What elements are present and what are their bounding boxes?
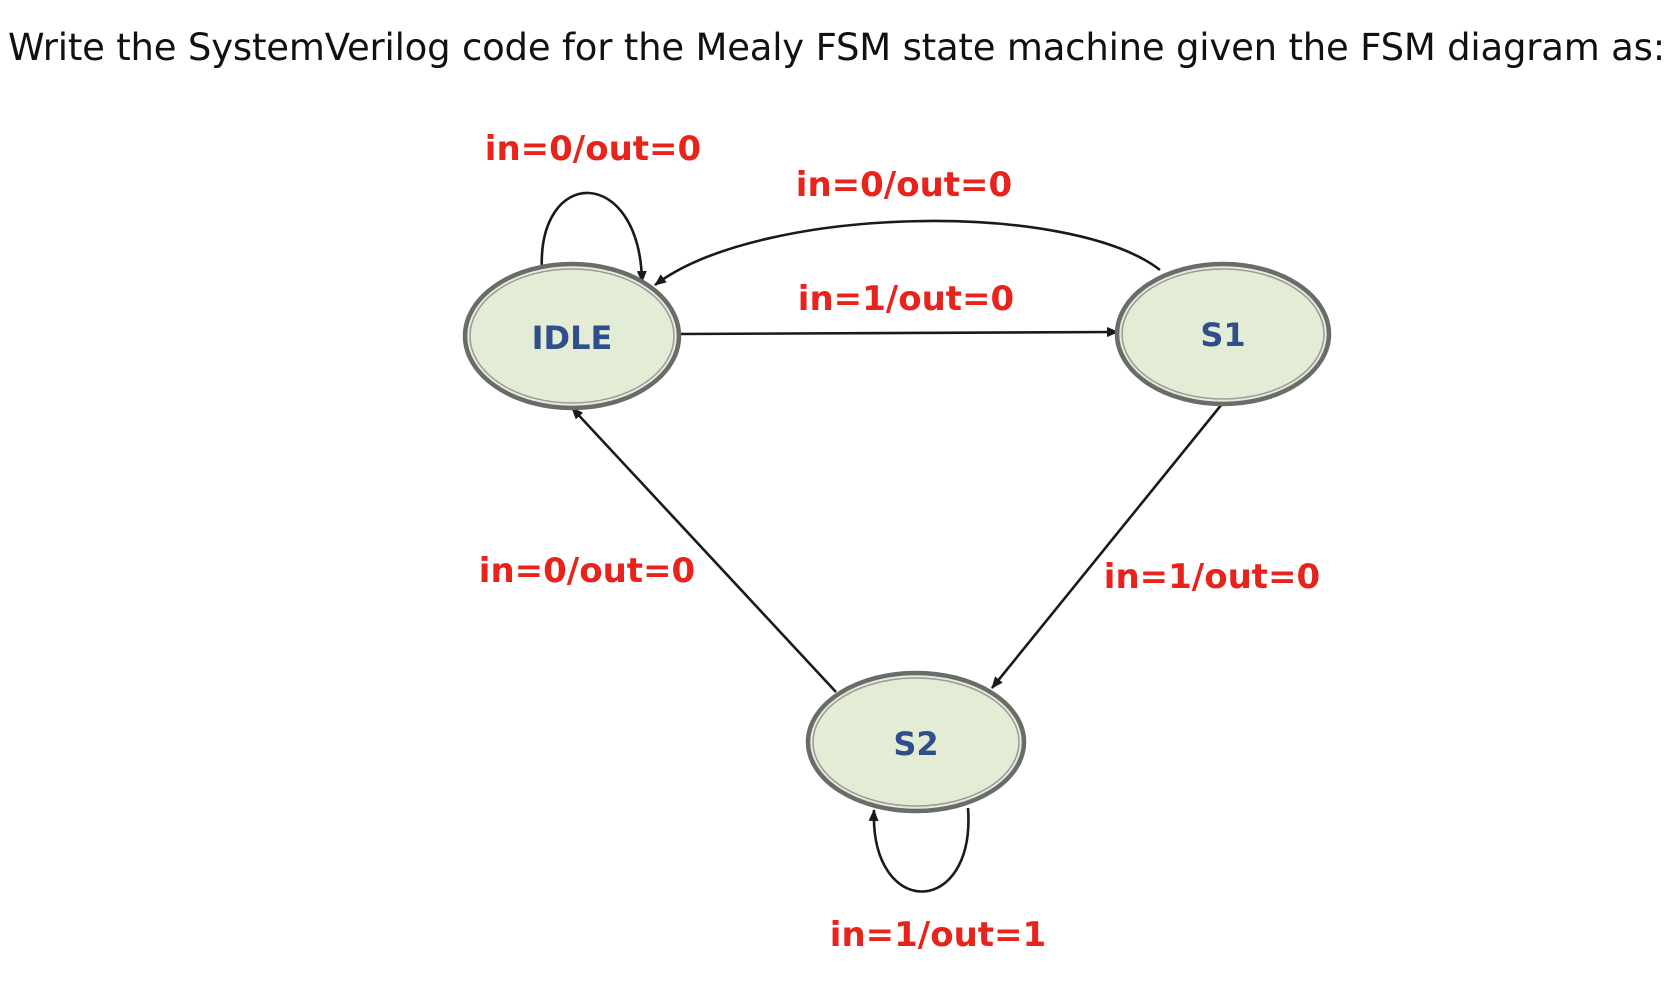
state-s2-label: S2 (893, 725, 938, 763)
label-idle-to-s1: in=1/out=0 (798, 279, 1014, 319)
label-idle-self-loop: in=0/out=0 (485, 129, 701, 169)
state-idle: IDLE (462, 261, 682, 411)
label-s2-self-loop: in=1/out=1 (830, 915, 1046, 955)
state-s2: S2 (805, 670, 1027, 814)
edge-idle-to-s1 (677, 327, 1119, 338)
state-idle-label: IDLE (532, 319, 613, 357)
question-text: Write the SystemVerilog code for the Mea… (8, 26, 1665, 69)
label-s2-to-idle: in=0/out=0 (479, 551, 695, 591)
edge-idle-self-loop (540, 191, 647, 283)
state-s1: S1 (1114, 261, 1332, 407)
edge-s2-to-idle (571, 407, 837, 693)
label-s1-to-idle: in=0/out=0 (796, 165, 1012, 205)
label-s1-to-s2: in=1/out=0 (1104, 557, 1320, 597)
edge-s2-self-loop (868, 807, 970, 893)
state-s1-label: S1 (1200, 316, 1245, 354)
edge-s1-to-idle (654, 219, 1161, 287)
edge-s1-to-s2 (990, 403, 1224, 689)
